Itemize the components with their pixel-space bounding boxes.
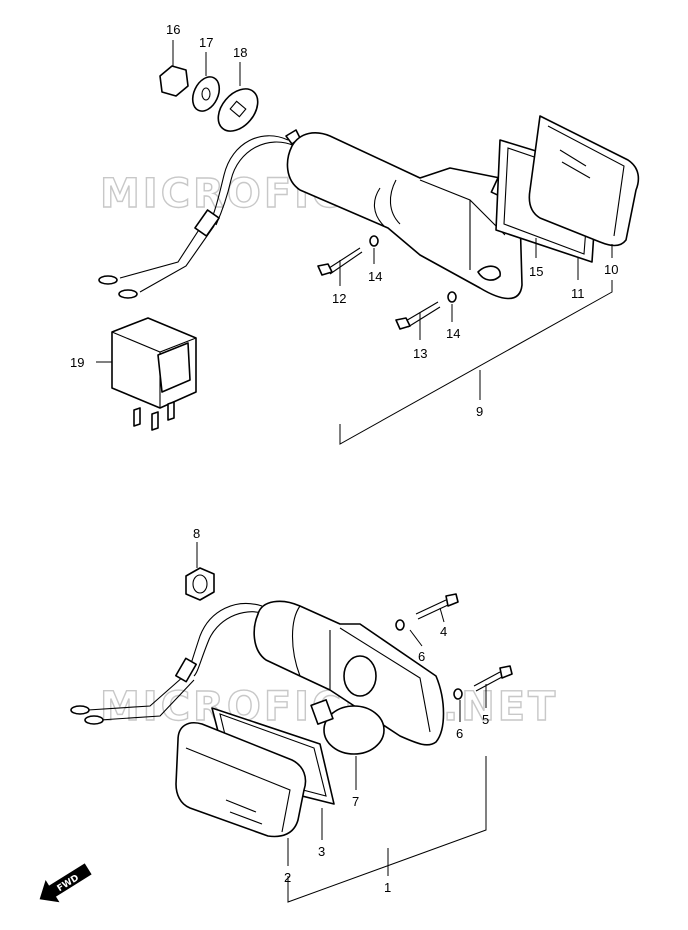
callout-3: 3 [318,844,325,859]
screw-5 [473,665,513,692]
grommet-18 [217,88,259,132]
callout-10: 10 [604,262,618,277]
forward-direction-badge: FWD [39,863,92,903]
callout-17: 17 [199,35,213,50]
washer-6-upper [395,619,405,631]
callout-9: 9 [476,404,483,419]
callout-8: 8 [193,526,200,541]
lower-turn-signal-assembly [70,567,513,838]
callout-16: 16 [166,22,180,37]
upper-wire [209,135,289,223]
nut-8 [185,567,215,601]
callout-13: 13 [413,346,427,361]
callout-12: 12 [332,291,346,306]
lower-connector-a [70,705,90,715]
callout-7: 7 [352,794,359,809]
upper-connector-a [98,275,118,285]
callout-2: 2 [284,870,291,885]
callout-labels: 16 17 18 12 14 13 14 15 11 10 9 19 8 4 6… [70,22,618,895]
upper-wire-sleeve [194,209,220,237]
forward-arrow-icon [39,863,92,903]
washer-17 [191,76,221,112]
leader-lines [96,40,613,903]
callout-1: 1 [384,880,391,895]
washer-14-lower [447,291,457,303]
washer-6-lower [453,688,463,700]
callout-18: 18 [233,45,247,60]
screw-12 [317,247,363,276]
callout-5: 5 [482,712,489,727]
callout-11: 11 [571,286,585,301]
upper-turn-signal-assembly [98,65,640,431]
lower-bulb [323,705,385,755]
callout-14-lower: 14 [446,326,460,341]
callout-14-upper: 14 [368,269,382,284]
lower-connector-b [84,715,104,725]
callout-15: 15 [529,264,543,279]
screw-4 [415,593,459,620]
callout-6-lower: 6 [456,726,463,741]
upper-lamp-housing [286,132,523,300]
nut-16 [159,65,189,97]
upper-lens [528,115,640,247]
lower-lens [175,722,307,838]
screw-13 [395,301,441,330]
callout-6-upper: 6 [418,649,425,664]
callout-19: 19 [70,355,84,370]
flasher-relay [111,317,197,431]
callout-4: 4 [440,624,447,639]
washer-14-upper [369,235,379,247]
upper-connector-b [118,289,138,299]
lower-wire [187,603,263,673]
